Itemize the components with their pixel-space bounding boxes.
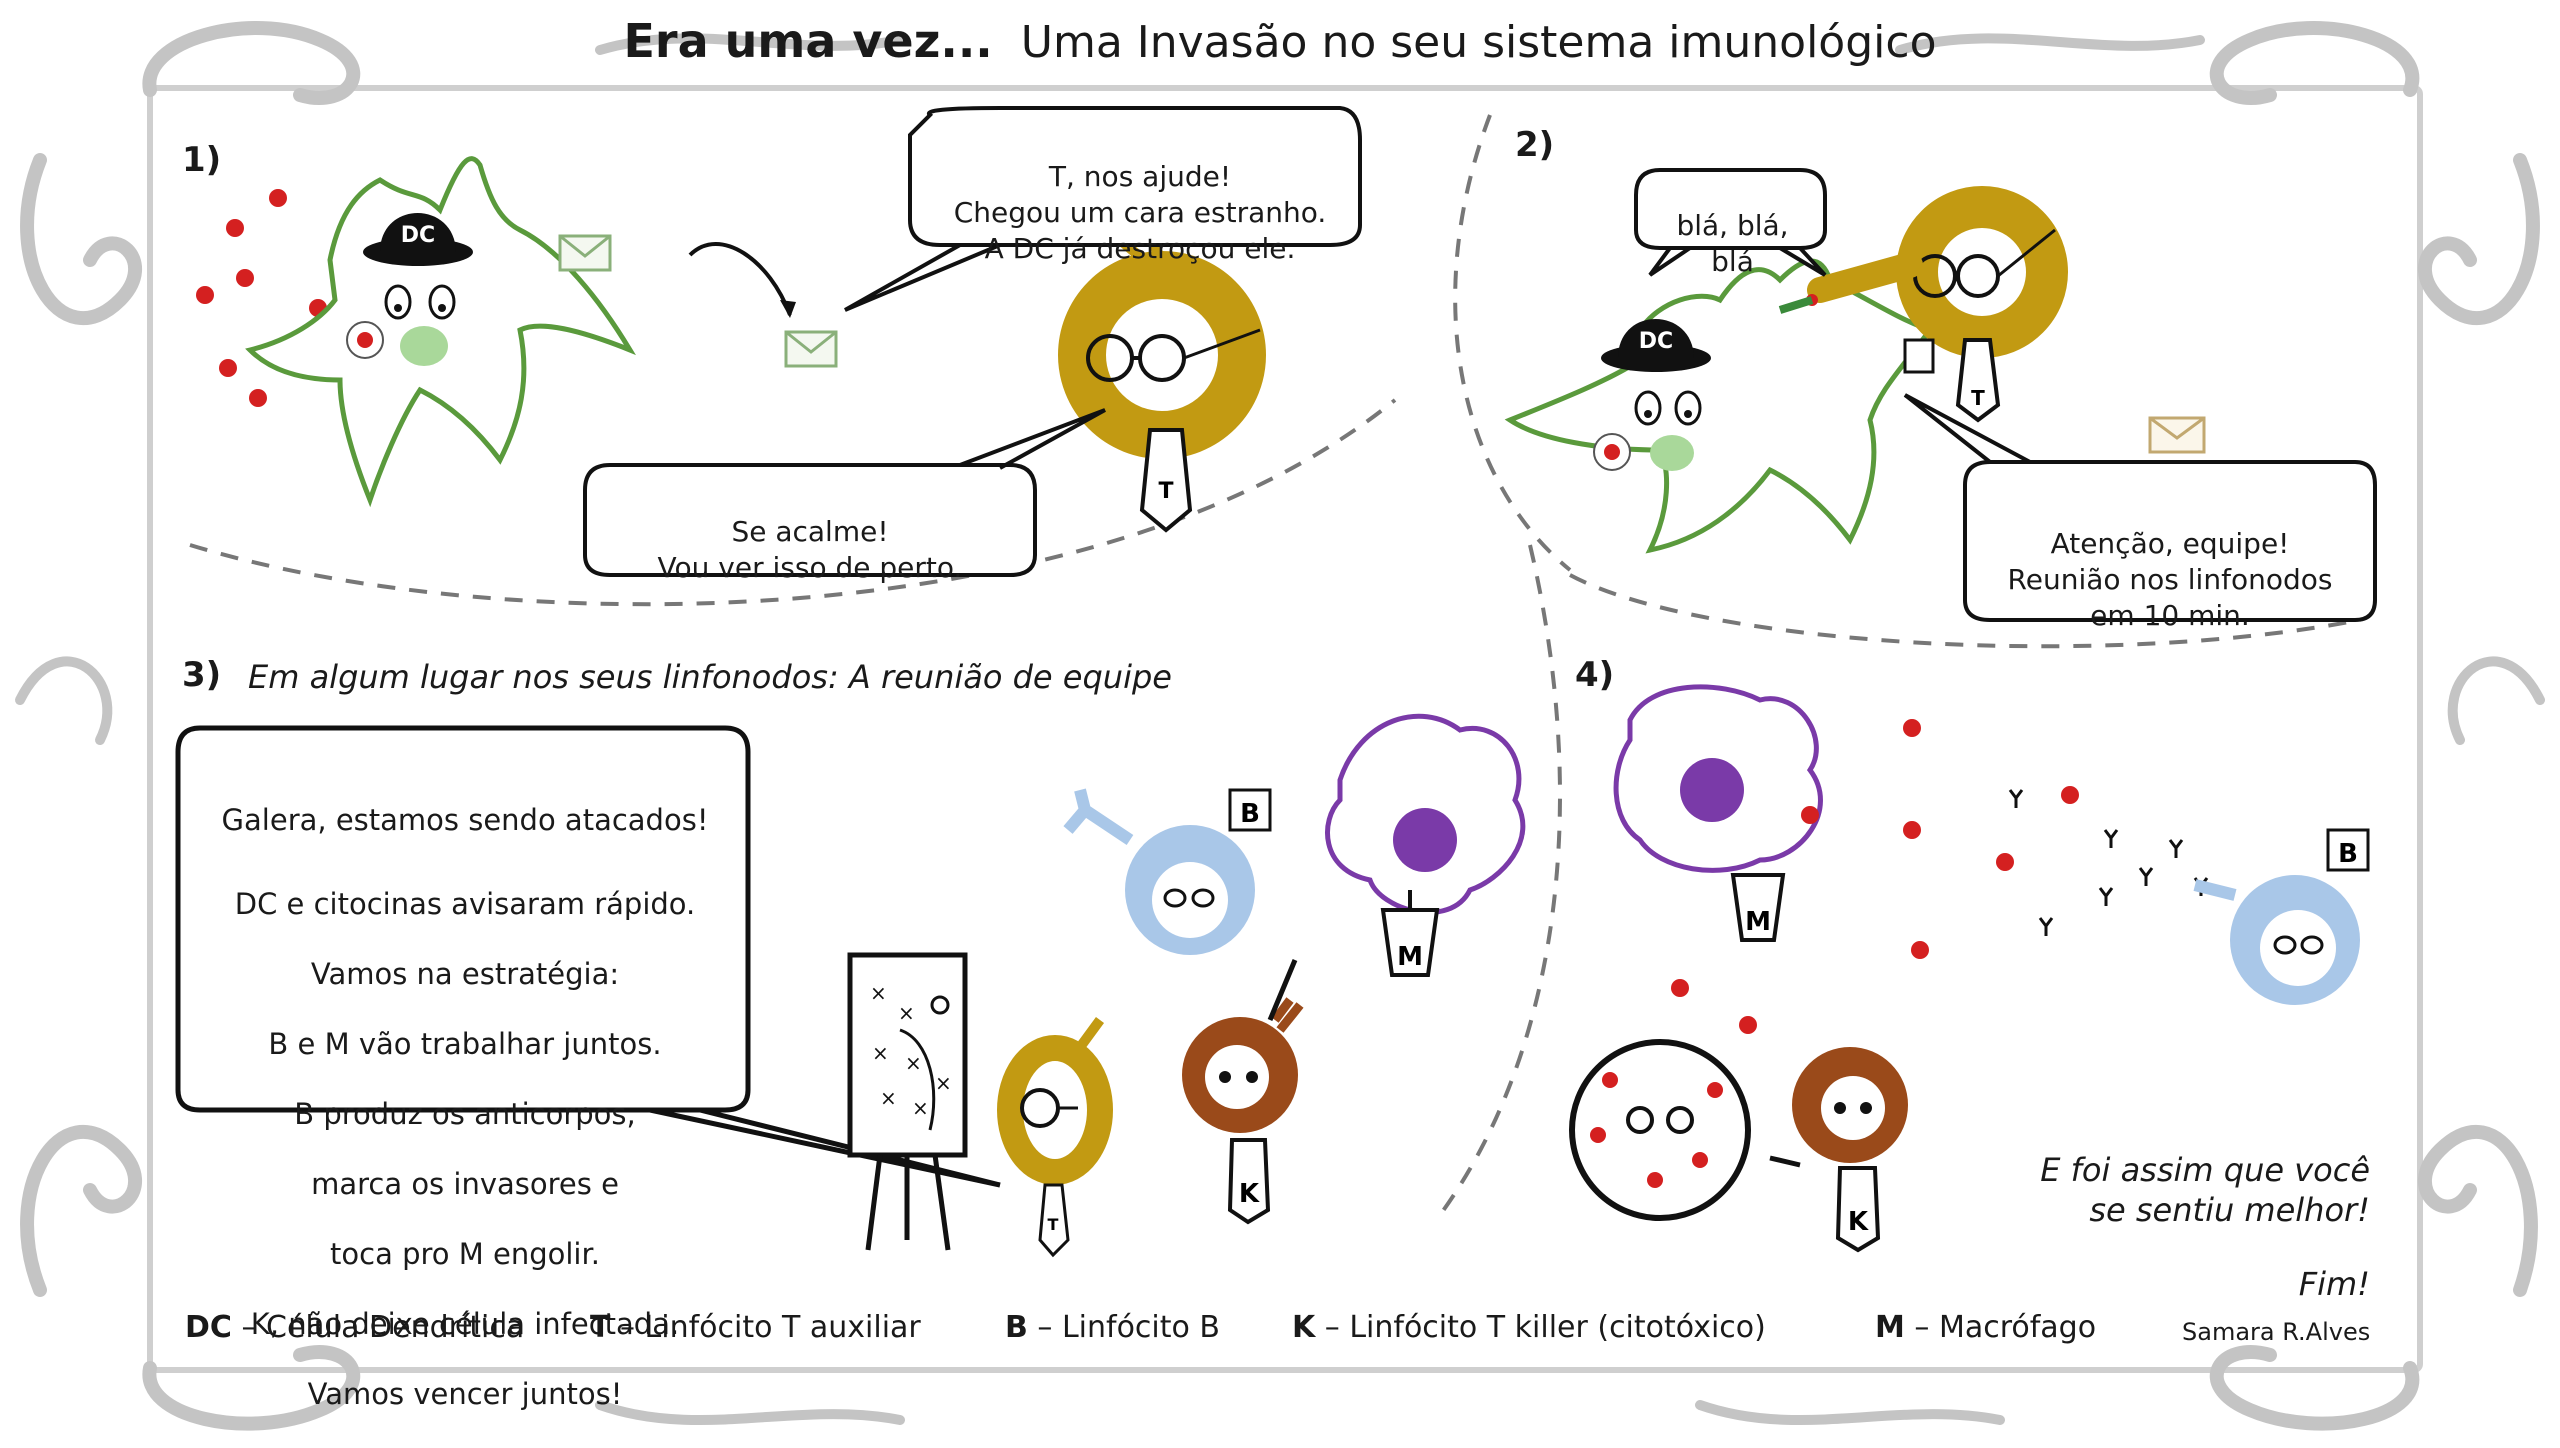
detective-hat <box>1601 319 1711 372</box>
panel-3-caption: Em algum lugar nos seus linfonodos: A re… <box>248 658 1172 696</box>
svg-text:×: × <box>912 1096 929 1120</box>
speech-bubble-t <box>844 106 1362 312</box>
bubble-galera-text: Galera, estamos sendo atacados! DC e cit… <box>221 803 709 1411</box>
speech-bubble-bla <box>1634 168 1827 277</box>
dc-eye <box>428 284 456 320</box>
speech-bubble-team <box>1903 393 2377 622</box>
dendritic-nucleus <box>400 326 448 366</box>
tie-label: T <box>1158 479 1173 504</box>
hat-label: DC <box>1639 329 1673 354</box>
svg-text:×: × <box>935 1071 952 1095</box>
b-cell <box>2193 828 2370 1005</box>
antibody-icons <box>2008 789 2209 936</box>
k-cell <box>1182 959 1304 1225</box>
arrow-icon <box>688 242 792 316</box>
bubble-t-text: T, nos ajude!Chegou um cara estranho.A D… <box>953 160 1327 265</box>
svg-text:×: × <box>870 981 887 1005</box>
b-cell <box>1063 788 1272 955</box>
legend-t: T – Linfócito T auxiliar <box>590 1310 921 1345</box>
bubble-reply-text: Se acalme!Vou ver isso de perto. <box>657 515 963 584</box>
panel-3-number: 3) <box>182 655 222 695</box>
virus-cluster <box>196 189 327 407</box>
legend-b: B – Linfócito B <box>1005 1310 1220 1345</box>
virus-cluster <box>1671 719 2079 1034</box>
panel-2-number: 2) <box>1515 125 1555 165</box>
speech-bubble-galera <box>175 725 1001 1188</box>
panel-4: M B <box>1569 684 2370 1253</box>
t-helper-cell <box>1778 186 2068 423</box>
cup-label: M <box>1745 907 1771 937</box>
legend-dc: DC – Célula Dendrítica <box>185 1310 525 1345</box>
ornamental-frame <box>15 21 2545 1431</box>
chef-hat-label: B <box>1240 799 1260 829</box>
speech-bubble-reply <box>583 408 1106 577</box>
svg-text:×: × <box>898 1001 915 1025</box>
detective-hat <box>363 213 473 266</box>
author-credit: Samara R.Alves <box>2182 1318 2371 1346</box>
panel-4-number: 4) <box>1575 655 1615 695</box>
macrophage <box>1613 684 1823 942</box>
k-cell <box>1769 1047 1908 1253</box>
t-helper-cell <box>997 1017 1113 1258</box>
dendritic-cell <box>245 156 636 508</box>
panel-1-number: 1) <box>182 140 222 180</box>
panel-2: DC T <box>1504 168 2377 622</box>
fim-text: Fim! <box>2298 1265 2370 1303</box>
bubble-bla-text: blá, blá,blá <box>1676 209 1789 278</box>
svg-text:×: × <box>872 1041 889 1065</box>
svg-text:×: × <box>905 1051 922 1075</box>
chef-hat-label: B <box>2338 839 2358 869</box>
tag-label: K <box>1848 1207 1869 1237</box>
tag-label: K <box>1239 1179 1260 1209</box>
envelope-icon <box>2148 416 2206 454</box>
strategy-whiteboard: ××× ××× × <box>847 952 968 1251</box>
dc-eye <box>384 284 412 320</box>
envelope-icon <box>558 234 838 368</box>
tie-label: T <box>1048 1215 1059 1234</box>
macrophage <box>1325 713 1526 977</box>
panel-1: DC T <box>196 106 1362 577</box>
hat-label: DC <box>401 223 435 248</box>
tie-label: T <box>1971 386 1985 410</box>
legend-m: M – Macrófago <box>1875 1310 2097 1345</box>
page-title: Era uma vez... Uma Invasão no seu sistem… <box>623 14 1937 68</box>
panel-3: ××× ××× × T B <box>175 713 1526 1258</box>
legend-k: K – Linfócito T killer (citotóxico) <box>1292 1310 1766 1345</box>
cup-label: M <box>1397 942 1423 972</box>
infected-cell <box>1569 1039 1751 1221</box>
svg-text:×: × <box>880 1086 897 1110</box>
panel-dividers <box>189 114 2361 1217</box>
